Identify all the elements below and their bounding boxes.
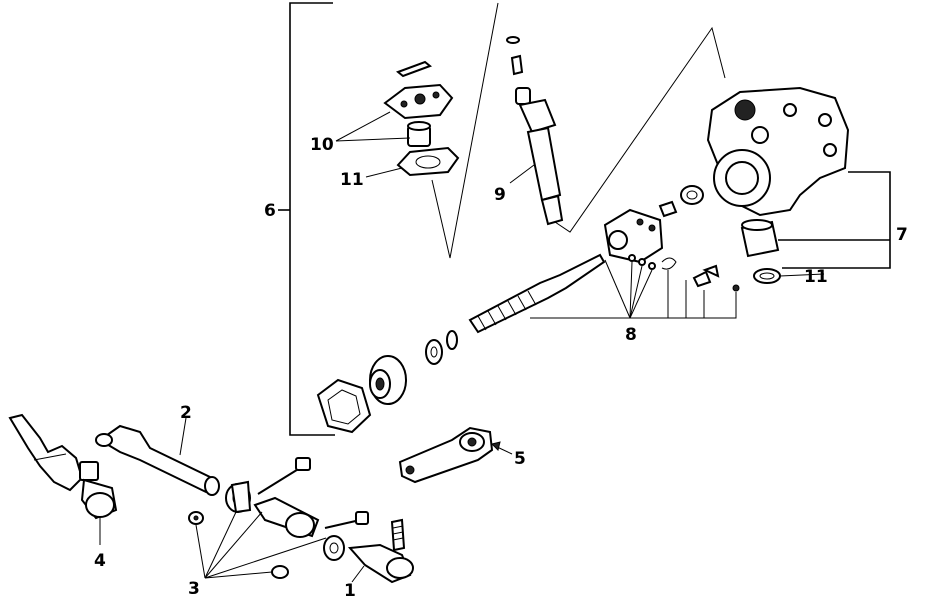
- leader-3: [195, 511, 327, 579]
- callout-9: 9: [494, 185, 506, 205]
- callout-7: 7: [896, 225, 908, 245]
- adjuster-sleeve-3: [188, 457, 369, 579]
- sector-shaft-9: [506, 26, 726, 233]
- tie-rod-end-1: [347, 518, 414, 584]
- connecting-rod-2: [95, 417, 220, 496]
- bracket-6: [278, 2, 335, 436]
- cover-assembly: [383, 2, 499, 259]
- leader-8: [530, 259, 737, 319]
- callout-5: 5: [514, 449, 526, 469]
- callout-3: 3: [188, 579, 200, 599]
- callout-8: 8: [625, 325, 637, 345]
- leaders-upper: [335, 111, 825, 277]
- callout-11-cover: 11: [340, 170, 364, 190]
- callout-6: 6: [264, 201, 276, 221]
- gear-housing-7: [706, 86, 850, 284]
- worm-shaft-assembly: [316, 185, 740, 434]
- bracket-7: [782, 171, 891, 269]
- idler-arm-4: [8, 413, 118, 545]
- callout-4: 4: [94, 551, 106, 571]
- pitman-arm-5: [398, 426, 513, 484]
- callout-11-housing: 11: [804, 267, 828, 287]
- callout-2: 2: [180, 403, 192, 423]
- callout-1: 1: [344, 581, 356, 601]
- callout-10: 10: [310, 135, 334, 155]
